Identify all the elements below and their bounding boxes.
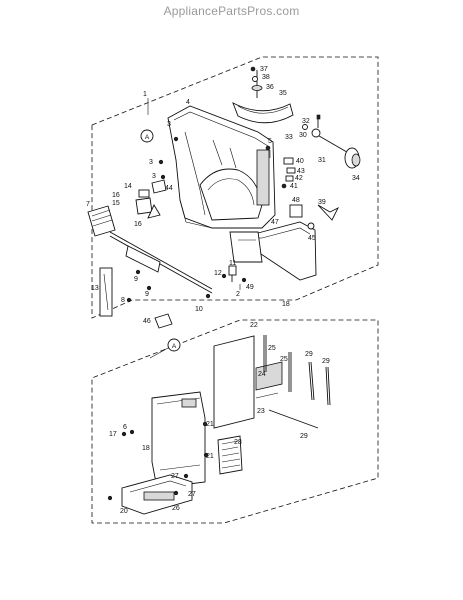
label-21b: 21 (206, 453, 214, 460)
label-46: 46 (143, 318, 151, 325)
label-31: 31 (318, 157, 326, 164)
label-20: 20 (120, 508, 128, 515)
main-body-frame (167, 105, 276, 229)
label-47: 47 (271, 219, 279, 226)
label-8: 8 (121, 297, 125, 304)
label-5: 5 (268, 138, 272, 145)
label-39: 39 (318, 199, 326, 206)
label-23: 23 (257, 408, 265, 415)
label-3b: 3 (149, 159, 153, 166)
label-48: 48 (292, 197, 300, 204)
label-49: 49 (246, 284, 254, 291)
label-28: 28 (234, 439, 242, 446)
label-40: 40 (296, 158, 304, 165)
label-22: 22 (250, 322, 258, 329)
label-25a: 25 (268, 345, 276, 352)
label-34: 34 (352, 175, 360, 182)
label-15: 15 (112, 200, 120, 207)
left-fasteners (126, 136, 211, 303)
left-bracket-parts (135, 179, 167, 219)
small-fasteners-center (221, 265, 247, 290)
label-3a: 3 (167, 121, 171, 128)
ref-marker-a-bottom: A (149, 338, 181, 359)
lower-assembly-boundary (91, 319, 379, 524)
label-18a: 18 (282, 301, 290, 308)
label-32: 32 (302, 118, 310, 125)
part-labels: 1 37 38 36 35 4 32 30 33 3 3 3 5 31 34 4… (86, 66, 360, 515)
label-13: 13 (91, 285, 99, 292)
left-rail-part (87, 205, 213, 317)
label-29a: 29 (305, 351, 313, 358)
upper-assembly-boundary (91, 56, 379, 319)
lower-fasteners (107, 421, 209, 501)
top-cover-part (232, 102, 294, 124)
label-4: 4 (186, 99, 190, 106)
label-11: 11 (229, 260, 236, 267)
label-25b: 25 (280, 356, 288, 363)
label-7: 7 (86, 201, 90, 208)
tray-part (121, 474, 193, 515)
pulley-shaft-part (302, 114, 361, 169)
grille-part (217, 435, 243, 475)
label-1: 1 (143, 91, 147, 98)
label-10: 10 (195, 306, 203, 313)
label-43: 43 (297, 168, 305, 175)
watermark-text: AppliancePartsPros.com (163, 4, 300, 18)
label-21a: 21 (206, 421, 214, 428)
label-24: 24 (258, 371, 266, 378)
label-33: 33 (285, 134, 293, 141)
label-16a: 16 (112, 192, 120, 199)
label-17: 17 (109, 431, 117, 438)
label-26: 26 (172, 505, 180, 512)
label-35: 35 (279, 90, 287, 97)
label-38: 38 (262, 74, 270, 81)
label-29c: 29 (300, 433, 308, 440)
label-12: 12 (214, 270, 222, 277)
svg-text:A: A (172, 343, 177, 350)
rod-parts (263, 335, 331, 429)
label-30: 30 (299, 132, 307, 139)
label-29b: 29 (322, 358, 330, 365)
label-16b: 16 (134, 221, 142, 228)
label-37: 37 (260, 66, 268, 73)
label-18b: 18 (142, 445, 150, 452)
label-44: 44 (165, 185, 173, 192)
label-2: 2 (236, 291, 240, 298)
label-9b: 9 (145, 291, 149, 298)
housing-part (151, 391, 206, 489)
label-3c: 3 (152, 173, 156, 180)
label-27a: 27 (171, 473, 179, 480)
label-6: 6 (123, 424, 127, 431)
label-42: 42 (295, 175, 303, 182)
label-27b: 27 (188, 491, 196, 498)
svg-text:A: A (145, 134, 150, 141)
label-14: 14 (124, 183, 132, 190)
top-screw-stack (250, 66, 263, 98)
right-bracket-parts (265, 145, 296, 189)
label-9a: 9 (134, 276, 138, 283)
label-41: 41 (290, 183, 298, 190)
filter-panel-part (213, 335, 283, 429)
gasket-part (154, 313, 173, 329)
label-45: 45 (308, 235, 316, 242)
base-plate-part (229, 204, 340, 281)
ref-marker-a-top: A (140, 129, 154, 143)
label-36: 36 (266, 84, 274, 91)
